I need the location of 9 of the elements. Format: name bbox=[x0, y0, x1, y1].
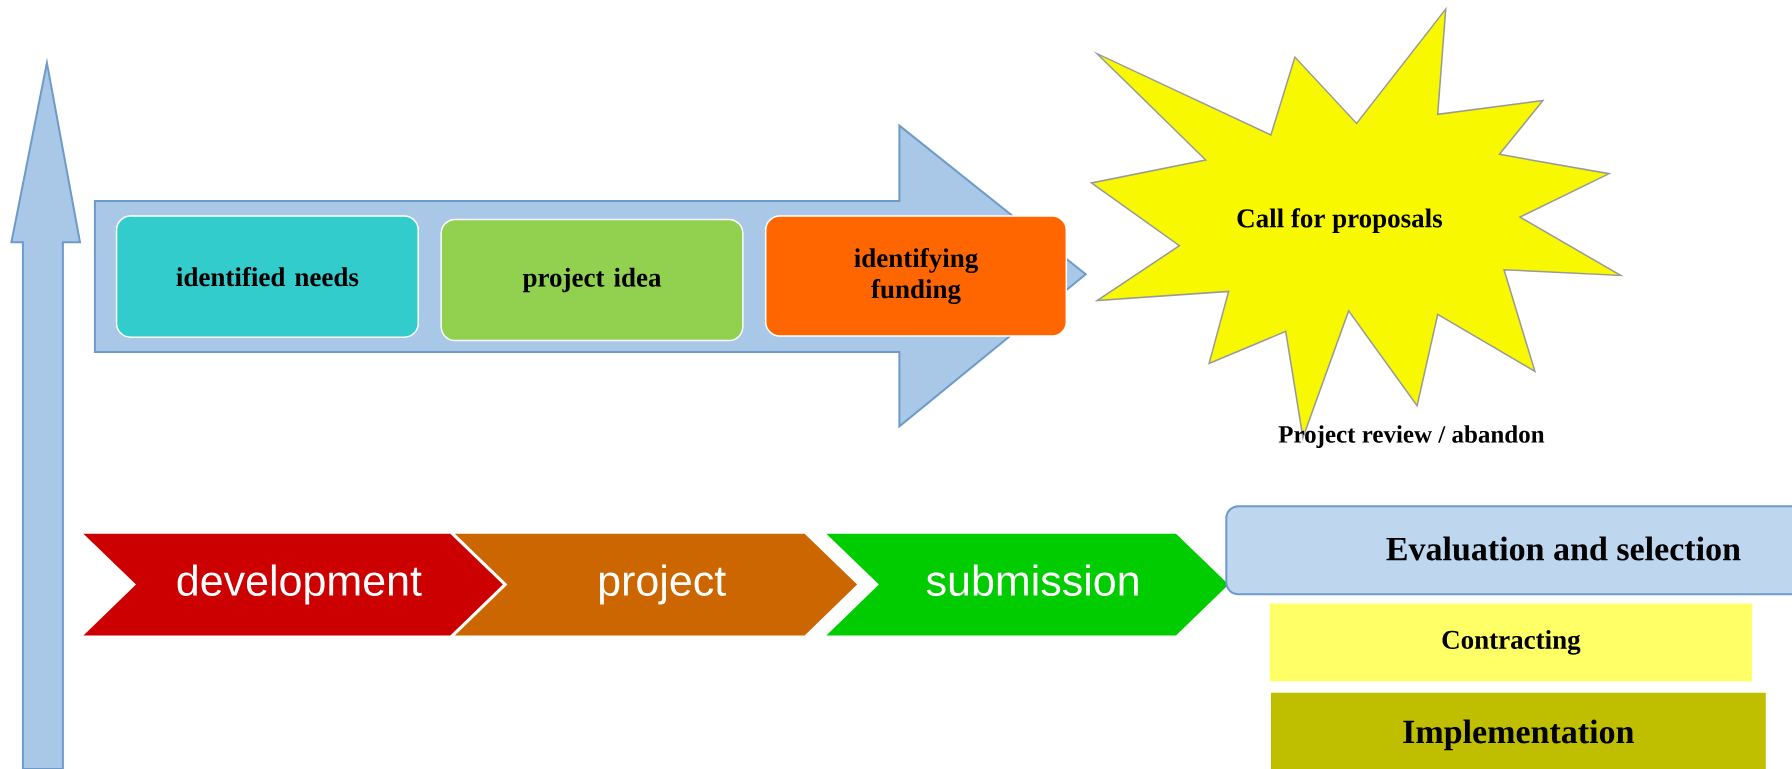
process-box: identifying funding bbox=[764, 215, 1068, 337]
chevron-step: development bbox=[83, 533, 503, 636]
chevron-step: project bbox=[454, 533, 858, 636]
stage-box: Evaluation and selection bbox=[1225, 505, 1792, 596]
stage-bar: Implementation bbox=[1270, 692, 1766, 769]
process-box: identified needs bbox=[115, 215, 419, 338]
chevron-step: submission bbox=[826, 533, 1229, 636]
stage-bar: Contracting bbox=[1269, 603, 1753, 682]
process-box: project idea bbox=[440, 218, 744, 342]
